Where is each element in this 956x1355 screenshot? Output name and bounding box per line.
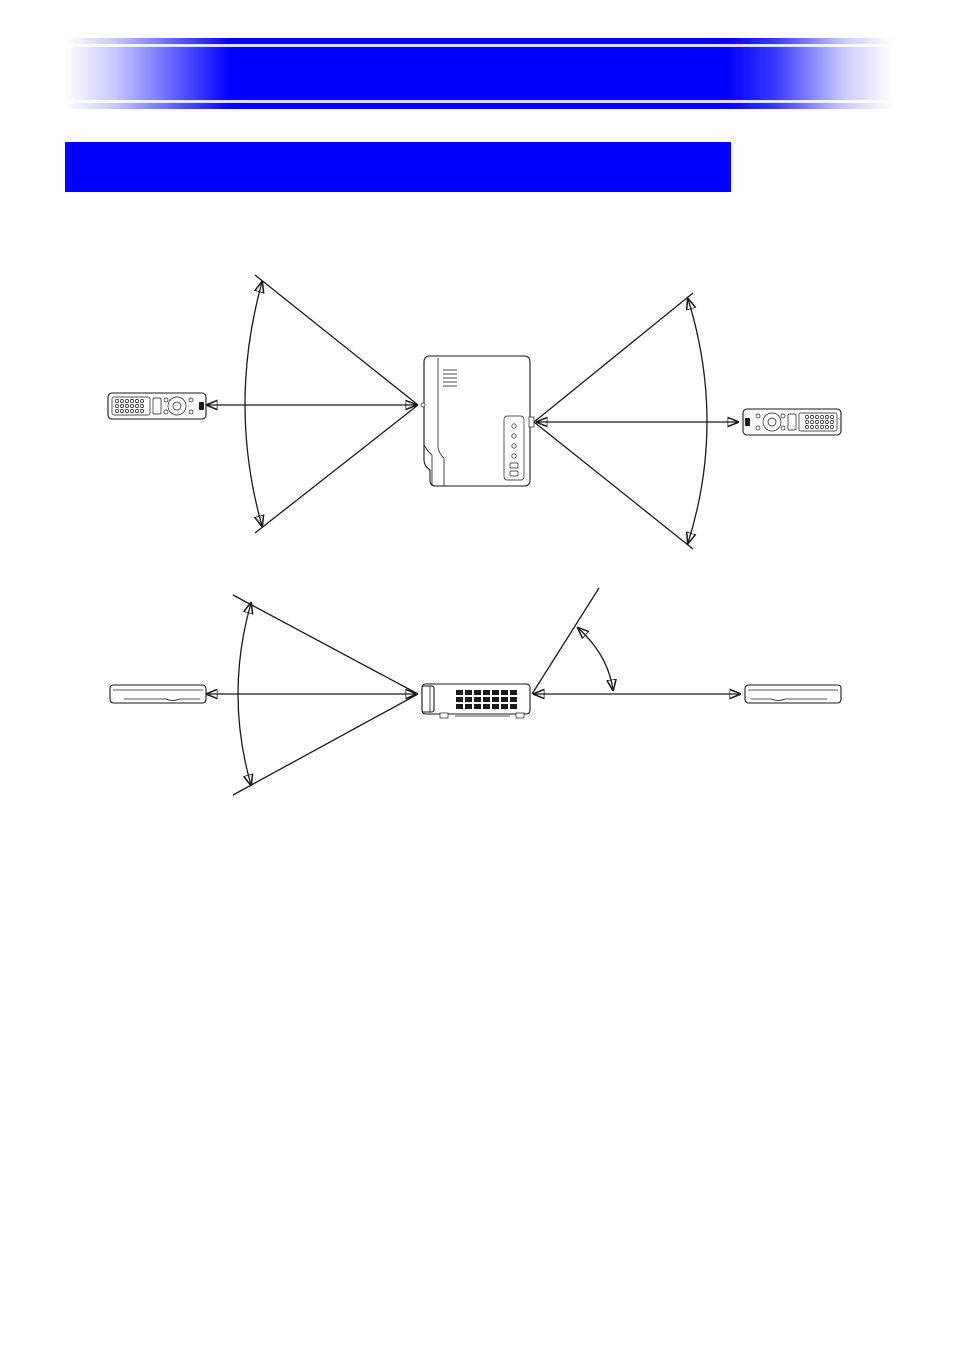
remote-control-side-view-left	[109, 684, 207, 704]
side-view	[109, 587, 842, 796]
remote-control-top-view-left	[107, 392, 207, 420]
projector-top-view	[420, 355, 535, 487]
remote-control-top-view-right	[742, 408, 842, 436]
side-left-reception-cone	[207, 594, 419, 796]
section-title-bar	[65, 142, 731, 192]
front-ir-sensor	[420, 402, 426, 408]
projector-side-view	[421, 683, 531, 719]
top-right-angle-arc	[688, 299, 708, 543]
page-header-band	[65, 38, 892, 109]
side-right-angle-arc	[578, 628, 613, 690]
top-view	[107, 274, 842, 550]
top-left-reception-cone	[207, 274, 419, 534]
top-right-reception-cone	[533, 292, 738, 550]
rear-ir-sensor	[528, 416, 535, 428]
projector-vent-grille	[443, 369, 457, 387]
projector-rear-foot	[515, 712, 525, 719]
top-left-angle-arc	[244, 282, 262, 526]
remote-control-side-view-right	[744, 684, 842, 704]
projector-side-vents	[456, 690, 517, 709]
projector-lens	[421, 685, 435, 713]
side-right-reception-angle	[531, 587, 740, 694]
projector-front-foot	[439, 712, 449, 719]
